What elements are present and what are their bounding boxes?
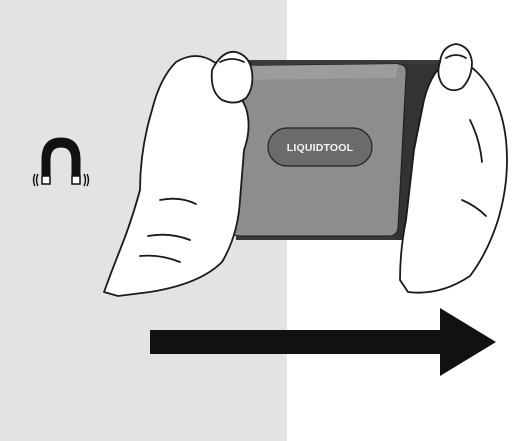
brand-label: LIQUIDTOOL	[287, 142, 354, 154]
brand-badge	[267, 127, 373, 167]
arrow-right-icon	[150, 308, 496, 376]
right-hand	[399, 43, 508, 294]
left-hand	[103, 50, 254, 297]
magnet-icon	[32, 137, 90, 187]
magnetic-field-marks	[32, 173, 90, 187]
